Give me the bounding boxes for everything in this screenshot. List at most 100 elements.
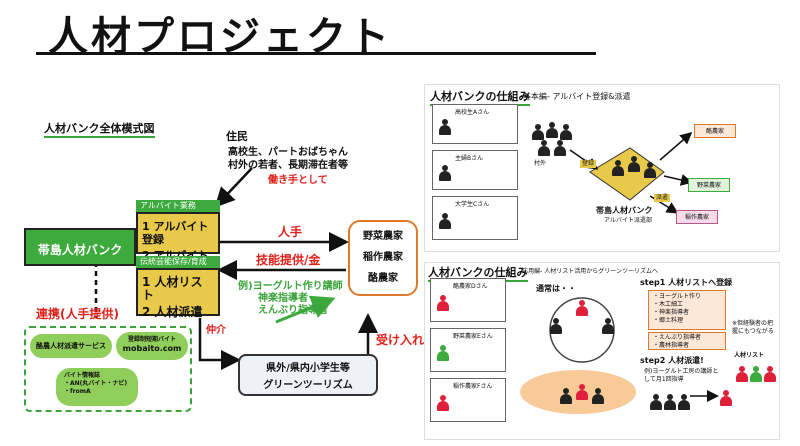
person-icon — [437, 345, 449, 361]
residents-title: 住民 — [226, 130, 248, 143]
person-icon — [664, 394, 676, 410]
bank-box: 帯島人材バンク — [24, 228, 136, 266]
list-box: ・ヨーグルト作り ・木工細工 ・神楽指導者 ・郷土料理 — [648, 290, 726, 330]
service-2-line1: 登録制短期バイト — [127, 336, 176, 343]
person-icon — [576, 300, 588, 316]
basic-panel — [424, 84, 780, 252]
applied-card-2-name: 野菜農家Eさん — [453, 333, 493, 340]
service-3-line1: バイト情報誌 — [64, 372, 101, 379]
person-icon — [437, 295, 449, 311]
person-icon — [602, 318, 614, 334]
center-line2: アルバイト派遣部 — [604, 217, 652, 224]
trad-item2: 2 人材派遣 — [142, 305, 203, 319]
basic-card-2-name: 主婦Bさん — [455, 155, 484, 162]
list-box-2: ・えんぶり指導者 ・農林指導者 — [648, 332, 726, 350]
examples-line1: 例)ヨーグルト作り講師 — [238, 281, 343, 292]
school-box: 県外/県内小学生等 グリーンツーリズム — [238, 354, 378, 396]
note-label: ※但経験者の把握にもつながる — [732, 320, 774, 335]
applied-subheading: -応用編- 人材リスト活用からグリーンツーリズムへ — [520, 268, 658, 275]
title-underline — [36, 52, 596, 55]
person-icon — [437, 395, 449, 411]
service-1: 酪農人材派遣サービス — [30, 334, 112, 358]
person-icon — [644, 162, 656, 178]
residents-line2: 村外の若者、長期滞在者等 — [228, 160, 348, 171]
list-item-5: ・えんぶり指導者 — [653, 334, 702, 341]
person-icon — [576, 384, 588, 400]
basic-card-3-name: 大学生Cさん — [455, 201, 490, 208]
school-line2: グリーンツーリズム — [263, 380, 353, 391]
basic-card-1: 高校生Aさん — [432, 104, 518, 144]
trad-tab: 伝統芸能保存/育成 — [136, 256, 220, 268]
applied-panel — [424, 262, 780, 440]
person-icon — [678, 394, 690, 410]
register-label: 登録 — [580, 160, 597, 168]
list-item-1: ・ヨーグルト作り — [653, 293, 702, 300]
person-icon — [612, 160, 624, 176]
farm-2: 稲作農家 — [363, 252, 403, 263]
trad-item1: 1 人材リスト — [142, 275, 203, 302]
center-line1: 帯島人材バンク — [596, 206, 653, 215]
as-workers-label: 働き手として — [268, 175, 328, 186]
basic-card-1-name: 高校生Aさん — [455, 109, 490, 116]
bank-name: 帯島人材バンク — [37, 243, 123, 257]
school-line1: 県外/県内小学生等 — [266, 363, 350, 374]
service-3-line3: ・fromA — [64, 388, 91, 395]
person-icon — [546, 122, 558, 138]
person-icon — [736, 366, 748, 382]
step2-label: step2 人材派遣! — [640, 356, 704, 365]
service-2: 登録制短期バイト mobaito.com — [116, 332, 188, 360]
farms-box: 野菜農家 稲作農家 酪農家 — [348, 220, 418, 296]
applied-card-1: 酪農家Dさん — [430, 278, 506, 322]
mediation-label: 仲介 — [206, 325, 226, 336]
basic-farm-2: 野菜農家 — [688, 178, 730, 192]
normal-label: 通常は・・ — [536, 284, 576, 293]
examples-line2: 神楽指導者 — [258, 293, 308, 304]
person-icon — [764, 366, 776, 382]
service-3: バイト情報誌 ・AN(丸バイト・ナビ) ・fromA — [56, 368, 138, 406]
basic-farm-3: 稲作農家 — [676, 210, 718, 224]
skill-label: 技能提供/金 — [256, 253, 321, 267]
person-icon — [439, 165, 451, 181]
basic-card-3: 大学生Cさん — [432, 196, 518, 240]
person-icon — [592, 388, 604, 404]
applied-card-3-name: 稲作農家Fさん — [453, 383, 493, 390]
list-item-3: ・神楽指導者 — [653, 309, 690, 316]
accept-label: 受け入れ — [376, 333, 425, 347]
examples-line3: えんぶり指導者 — [258, 305, 328, 316]
applied-card-3: 稲作農家Fさん — [430, 378, 506, 422]
part-time-box: 1 アルバイト登録 2 アルバイト派遣 — [136, 212, 220, 275]
farm-3: 酪農家 — [368, 273, 398, 284]
list-item-6: ・農林指導者 — [653, 342, 690, 349]
person-icon — [538, 140, 550, 156]
services-panel — [24, 326, 192, 412]
labor-label: 人手 — [278, 225, 303, 239]
step1-label: step1 人材リストへ登録 — [640, 278, 733, 287]
list-item-2: ・木工細工 — [653, 301, 684, 308]
person-icon — [650, 394, 662, 410]
farm-1: 野菜農家 — [363, 231, 403, 242]
basic-farm-1: 酪農家 — [694, 124, 736, 138]
residents-line1: 高校生、パートおばちゃん — [228, 147, 348, 158]
village-label: 村外 — [534, 160, 547, 167]
list-label: 人材リスト — [734, 352, 765, 359]
service-3-line2: ・AN(丸バイト・ナビ) — [64, 380, 128, 387]
list-item-4: ・郷土料理 — [653, 317, 684, 324]
part-time-item1: 1 アルバイト登録 — [142, 220, 209, 246]
service-2-line2: mobaito.com — [122, 344, 182, 353]
basic-subheading: -基本編- アルバイト登録&派遣 — [520, 92, 631, 101]
dispatch-label: 派遣 — [654, 194, 671, 202]
person-icon — [554, 140, 566, 156]
applied-card-2: 野菜農家Eさん — [430, 328, 506, 372]
overview-heading: 人材バンク全体模式図 — [44, 120, 155, 138]
person-icon — [550, 318, 562, 334]
person-icon — [560, 388, 572, 404]
person-icon — [720, 390, 732, 406]
person-icon — [439, 213, 451, 229]
applied-card-1-name: 酪農家Dさん — [453, 283, 488, 290]
cooperation-label: 連携(人手提供) — [36, 307, 119, 321]
person-icon — [439, 119, 451, 135]
person-icon — [628, 156, 640, 172]
person-icon — [750, 366, 762, 382]
